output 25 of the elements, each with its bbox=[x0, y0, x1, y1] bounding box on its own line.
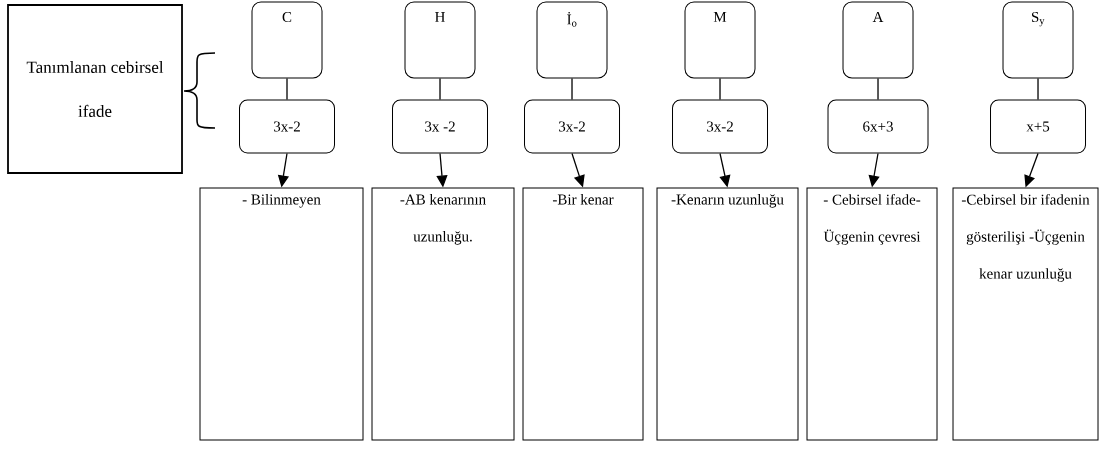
symbol-box: İ$_{o}$ bbox=[536, 1, 608, 79]
description-box: - Bilinmeyen bbox=[199, 187, 364, 441]
expression-box: 6x+3 bbox=[827, 99, 929, 154]
connector-line bbox=[439, 77, 441, 101]
connector-line bbox=[719, 77, 721, 101]
symbol-box: C bbox=[251, 1, 323, 79]
description-box: -Bir kenar bbox=[522, 187, 644, 441]
connector-line bbox=[877, 77, 879, 101]
symbol-box: H bbox=[404, 1, 476, 79]
description-box: -Cebirsel bir ifadenin gösterilişi -Üçgenin kenar uzunluğu bbox=[952, 187, 1099, 441]
symbol-box: S$_{y}$ bbox=[1002, 1, 1074, 79]
expression-box: x+5 bbox=[990, 99, 1086, 154]
label-box: Tanımlanan cebirsel ifade bbox=[7, 4, 183, 174]
connector-line bbox=[1037, 77, 1039, 101]
symbol-box: A bbox=[842, 1, 914, 79]
expression-box: 3x-2 bbox=[239, 99, 335, 154]
description-box: -Kenarın uzunluğu bbox=[656, 187, 799, 441]
connector-line bbox=[571, 77, 573, 101]
expression-box: 3x -2 bbox=[392, 99, 488, 154]
expression-box: 3x-2 bbox=[524, 99, 620, 154]
description-box: - Cebirsel ifade- Üçgenin çevresi bbox=[806, 187, 938, 441]
description-box: -AB kenarının uzunluğu. bbox=[371, 187, 515, 441]
connector-line bbox=[286, 77, 288, 101]
symbol-box: M bbox=[684, 1, 756, 79]
expression-box: 3x-2 bbox=[672, 99, 768, 154]
